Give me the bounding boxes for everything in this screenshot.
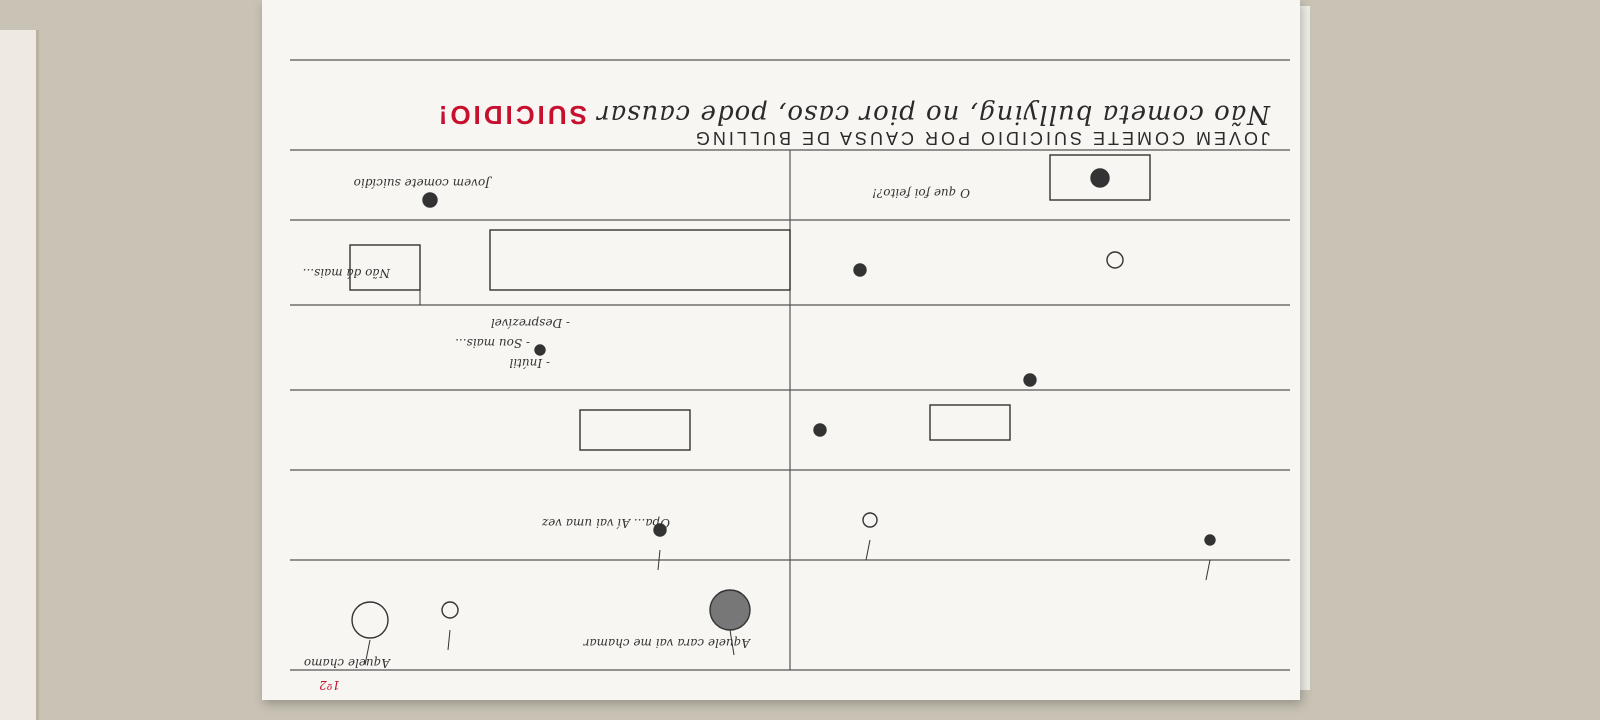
page-number: 1º2 <box>319 678 340 692</box>
caption-opa: Opa... Aí vai uma vez <box>541 516 670 530</box>
caption-inutil: - Inútil <box>509 356 550 370</box>
caption-aquele-cara: Aquele cara vai me chamar <box>583 636 750 650</box>
storyboard-heading: JOVEM COMETE SUICIDIO POR CAUSA DE BULLI… <box>692 128 1270 148</box>
panel-grid <box>290 59 1290 671</box>
storyboard-sheet <box>262 0 1300 700</box>
title-line: Não cometa bullying, no pior caso, pode … <box>596 99 1270 129</box>
corkboard-edge <box>0 30 39 720</box>
title-red-word: SUICIDIO! <box>435 100 587 130</box>
caption-jovem-comete: Jovem comete suicídio <box>353 176 490 190</box>
caption-sou-mais: - Sou mais... <box>455 336 530 350</box>
caption-o-que-foi: O que foi feito?! <box>872 186 970 200</box>
caption-aquele-chamo: Aquele chamo <box>303 656 390 670</box>
caption-despresivel: - Desprezível <box>490 316 570 330</box>
storyboard-content-rotated: Não cometa bullying, no pior caso, pode … <box>290 0 1290 700</box>
caption-nao-da-mais: Não dá mais... <box>302 266 390 280</box>
storyboard-title: Não cometa bullying, no pior caso, pode … <box>310 60 1270 130</box>
